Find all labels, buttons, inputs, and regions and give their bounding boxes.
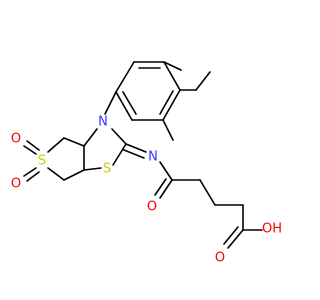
imine-nitrogen-label: N [148, 150, 158, 165]
bond [122, 91, 137, 115]
bond [83, 128, 98, 147]
bond [227, 229, 244, 249]
bond [83, 167, 102, 171]
bond [195, 71, 211, 91]
bond [199, 179, 216, 206]
bond [163, 61, 181, 91]
bond [63, 137, 85, 147]
bond [159, 161, 173, 181]
bond [159, 179, 173, 199]
structure-drawing: N N S S O O O O OH [11, 61, 282, 266]
bond [223, 226, 239, 245]
atom-labels: N N S S O O O O OH [11, 115, 282, 266]
bond [47, 137, 65, 153]
bond [23, 167, 37, 177]
bond [115, 91, 133, 121]
sulfone-oxygen-top-label: O [11, 132, 21, 147]
bond [111, 128, 127, 145]
bond [115, 61, 135, 93]
bonds [23, 61, 263, 249]
bond [104, 91, 117, 115]
sulfone-oxygen-bottom-label: O [11, 177, 21, 192]
bond [26, 171, 40, 182]
bond [154, 178, 167, 196]
bond [123, 149, 145, 159]
bond [23, 145, 37, 155]
bond [162, 89, 181, 121]
hydroxyl-label: OH [262, 222, 282, 237]
bond [163, 61, 182, 71]
ring-sulfur-label: S [103, 162, 111, 177]
acid-carbonyl-oxygen-label: O [215, 251, 225, 266]
molecule-canvas: N N S S O O O O OH [10, 61, 283, 266]
amide-oxygen-label: O [147, 200, 157, 215]
bond [162, 119, 174, 141]
nitrogen-label: N [98, 115, 108, 130]
bond [125, 143, 147, 153]
sulfone-sulfur-label: S [38, 154, 46, 169]
bond [112, 143, 127, 166]
bond [63, 169, 85, 181]
bond [159, 90, 174, 115]
bond [47, 167, 65, 181]
bond [26, 140, 40, 151]
